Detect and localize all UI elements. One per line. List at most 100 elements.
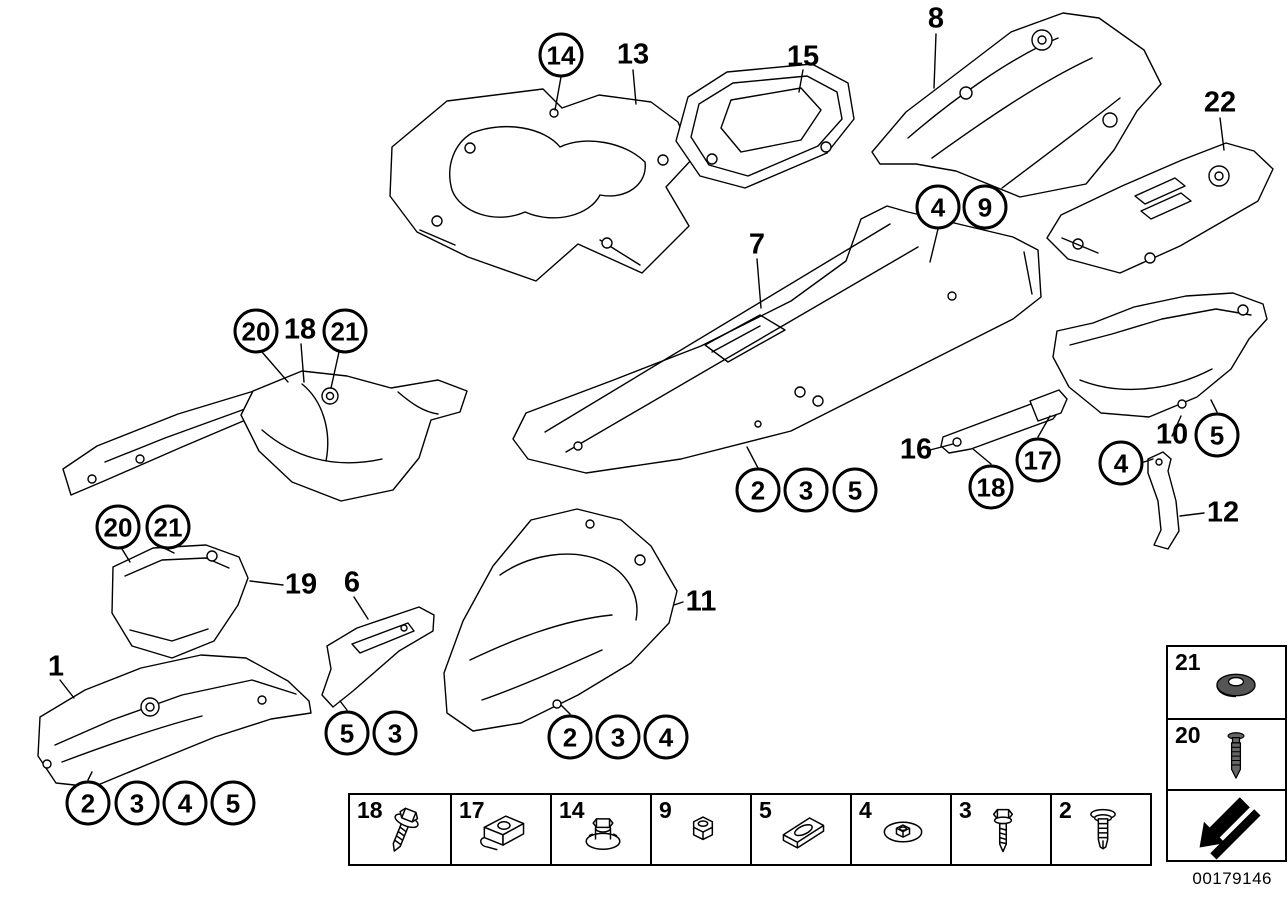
fastener-cell-3[interactable]: 3 [950, 795, 1050, 864]
part-label-7[interactable]: 7 [748, 228, 766, 261]
expansion-rivet-icon [1090, 809, 1116, 850]
next-diagram-arrow-icon [1199, 797, 1261, 860]
legend-cell-20[interactable]: 20 [1168, 718, 1285, 789]
expansion-screw-icon [1227, 732, 1245, 779]
callout-number: 20 [103, 512, 133, 542]
part-1-front-left-shield [37, 654, 312, 788]
callout-circle-4[interactable]: 4 [162, 780, 208, 826]
part-label-1[interactable]: 1 [47, 650, 65, 683]
part-11-center-heat-shield [443, 508, 678, 732]
callout-number: 2 [750, 475, 766, 505]
callout-number: 21 [330, 316, 360, 346]
part-8-rear-heat-shield [871, 12, 1162, 198]
callout-circle-5[interactable]: 5 [832, 467, 878, 513]
callout-circle-21[interactable]: 21 [322, 308, 368, 354]
fastener-number: 14 [559, 797, 585, 823]
part-label-15[interactable]: 15 [786, 40, 820, 73]
fastener-cell-5[interactable]: 5 [750, 795, 850, 864]
part-label-6[interactable]: 6 [343, 566, 361, 599]
fastener-cell-2[interactable]: 2 [1050, 795, 1150, 864]
fastener-number: 4 [859, 797, 872, 823]
legend-number: 21 [1175, 649, 1201, 675]
part-6-channel-bracket [321, 606, 435, 708]
callout-circle-5[interactable]: 5 [324, 710, 370, 756]
callout-circle-2[interactable]: 2 [547, 714, 593, 760]
callout-circle-5[interactable]: 5 [210, 780, 256, 826]
part-label-13[interactable]: 13 [616, 38, 650, 71]
callout-circle-3[interactable]: 3 [114, 780, 160, 826]
callout-number: 17 [1023, 445, 1053, 475]
part-label-10[interactable]: 10 [1155, 418, 1189, 451]
callout-number: 18 [976, 472, 1006, 502]
callout-number: 4 [658, 722, 674, 752]
callout-circle-20[interactable]: 20 [233, 308, 279, 354]
part-label-22[interactable]: 22 [1203, 86, 1237, 119]
fastener-reference-strip: 18 17 [348, 793, 1152, 866]
callout-number: 2 [562, 722, 578, 752]
callout-number: 20 [241, 316, 271, 346]
callout-circle-5[interactable]: 5 [1194, 412, 1240, 458]
part-22-tank-shield [1046, 142, 1274, 274]
legend-number: 20 [1175, 722, 1201, 748]
part-19-shield [111, 544, 249, 659]
fastener-cell-17[interactable]: 17 [450, 795, 550, 864]
clamp-plate-icon [782, 817, 825, 849]
fastener-cell-18[interactable]: 18 [350, 795, 450, 864]
fastener-cell-9[interactable]: 9 [650, 795, 750, 864]
callout-number: 3 [610, 722, 626, 752]
part-label-16[interactable]: 16 [899, 433, 933, 466]
fastener-number: 5 [759, 797, 772, 823]
callout-circle-4[interactable]: 4 [1098, 440, 1144, 486]
callout-circle-2[interactable]: 2 [735, 467, 781, 513]
callout-number: 5 [225, 788, 241, 818]
callout-number: 2 [80, 788, 96, 818]
hex-nut-icon [692, 816, 714, 841]
callout-circle-3[interactable]: 3 [372, 710, 418, 756]
callout-number: 5 [339, 718, 355, 748]
callout-number: 5 [847, 475, 863, 505]
part-17-bracket [1029, 389, 1068, 422]
part-label-12[interactable]: 12 [1206, 496, 1240, 529]
collar-nut-icon [585, 818, 621, 851]
callout-circle-2[interactable]: 2 [65, 780, 111, 826]
fastener-cell-14[interactable]: 14 [550, 795, 650, 864]
callout-number: 4 [177, 788, 193, 818]
callout-number: 9 [977, 192, 993, 222]
washer-nut-icon [883, 821, 923, 843]
part-13-underbody-shield [389, 88, 694, 282]
callout-number: 3 [387, 718, 403, 748]
leader-lines [59, 33, 1225, 781]
callout-number: 21 [153, 512, 183, 542]
callout-circle-20[interactable]: 20 [95, 504, 141, 550]
callout-number: 3 [798, 475, 814, 505]
callout-circle-3[interactable]: 3 [783, 467, 829, 513]
part-label-11[interactable]: 11 [685, 585, 717, 618]
part-18-front-heat-shield [240, 370, 468, 502]
part-12-hook-bracket [1147, 451, 1180, 550]
callout-number: 4 [930, 192, 946, 222]
part-15-transmission-shield [675, 63, 855, 189]
callout-circle-4[interactable]: 4 [915, 184, 961, 230]
legend-column: 21 20 [1166, 645, 1287, 862]
callout-circle-4[interactable]: 4 [643, 714, 689, 760]
legend-cell-21[interactable]: 21 [1168, 647, 1285, 718]
clip-nut-icon [479, 815, 525, 851]
part-label-18[interactable]: 18 [283, 313, 317, 346]
callout-circle-18[interactable]: 18 [968, 464, 1014, 510]
fastener-number: 18 [357, 797, 383, 823]
callout-circle-17[interactable]: 17 [1015, 437, 1061, 483]
callout-circle-3[interactable]: 3 [595, 714, 641, 760]
fastener-number: 17 [459, 797, 485, 823]
callout-number: 3 [129, 788, 145, 818]
fastener-number: 3 [959, 797, 972, 823]
part-label-8[interactable]: 8 [927, 2, 945, 35]
fastener-number: 9 [659, 797, 672, 823]
callout-circle-21[interactable]: 21 [145, 504, 191, 550]
callout-circle-9[interactable]: 9 [962, 184, 1008, 230]
callout-circle-14[interactable]: 14 [538, 32, 584, 78]
legend-cell-arrow[interactable] [1168, 789, 1285, 860]
fastener-cell-4[interactable]: 4 [850, 795, 950, 864]
part-label-19[interactable]: 19 [284, 568, 318, 601]
washer-icon [1216, 673, 1256, 698]
